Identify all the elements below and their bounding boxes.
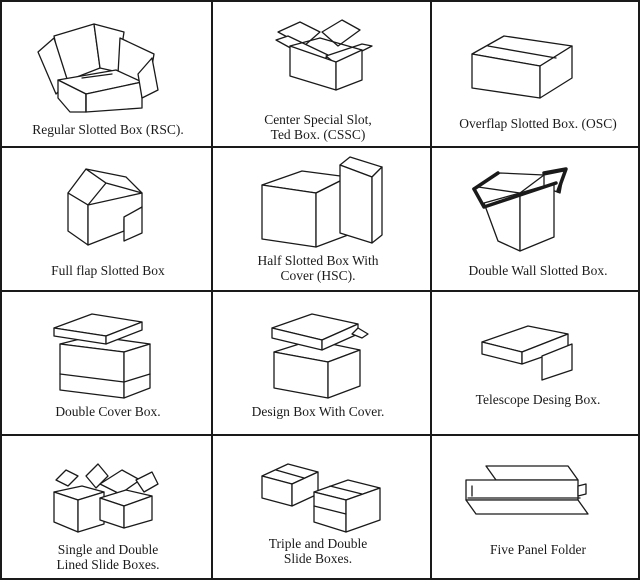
box-cell-osc: Overflap Slotted Box. (OSC) [432, 2, 640, 146]
box-label: Full flap Slotted Box [51, 263, 165, 278]
regular-slotted-box-icon [37, 23, 159, 113]
box-cell-lined-slide: Single and Double Lined Slide Boxes. [2, 436, 214, 580]
box-label: Design Box With Cover. [251, 404, 385, 419]
double-cover-box-icon [53, 313, 151, 399]
box-cell-five-panel: Five Panel Folder [432, 436, 640, 580]
five-panel-folder-icon [465, 465, 589, 515]
box-label: Double Cover Box. [55, 404, 161, 419]
box-cell-telescope: Telescope Desing Box. [432, 292, 640, 436]
box-cell-cssc: Center Special Slot, Ted Box. (CSSC) [212, 2, 424, 146]
box-label: Half Slotted Box With Cover (HSC). [257, 253, 379, 283]
grid-divider [2, 290, 638, 292]
box-cell-triple-double: Triple and Double Slide Boxes. [212, 436, 424, 580]
box-cell-double-cover: Double Cover Box. [2, 292, 214, 436]
box-cell-double-wall: Double Wall Slotted Box. [432, 147, 640, 291]
box-label: Double Wall Slotted Box. [468, 263, 608, 278]
box-cell-design-cover: Design Box With Cover. [212, 292, 424, 436]
box-label: Triple and Double Slide Boxes. [268, 536, 368, 566]
half-slotted-box-cover-icon [261, 156, 383, 248]
box-label: Center Special Slot, Ted Box. (CSSC) [264, 112, 372, 142]
lined-slide-boxes-icon [53, 463, 159, 533]
grid-divider [2, 434, 638, 436]
box-label: Five Panel Folder [490, 542, 586, 557]
triple-double-slide-boxes-icon [261, 463, 381, 533]
box-label: Regular Slotted Box (RSC). [32, 122, 184, 137]
overflap-slotted-box-icon [471, 35, 573, 99]
box-cell-hsc: Half Slotted Box With Cover (HSC). [212, 147, 424, 291]
design-box-cover-icon [271, 313, 369, 399]
box-cell-full-flap: Full flap Slotted Box [2, 147, 214, 291]
box-label: Telescope Desing Box. [475, 392, 601, 407]
telescope-design-box-icon [481, 325, 573, 381]
grid-divider [2, 146, 638, 148]
box-label: Overflap Slotted Box. (OSC) [459, 116, 617, 131]
box-label: Single and Double Lined Slide Boxes. [56, 542, 160, 572]
double-wall-slotted-box-icon [472, 167, 568, 252]
center-special-slot-box-icon [275, 19, 373, 91]
box-cell-rsc: Regular Slotted Box (RSC). [2, 2, 214, 146]
full-flap-slotted-box-icon [67, 168, 143, 246]
